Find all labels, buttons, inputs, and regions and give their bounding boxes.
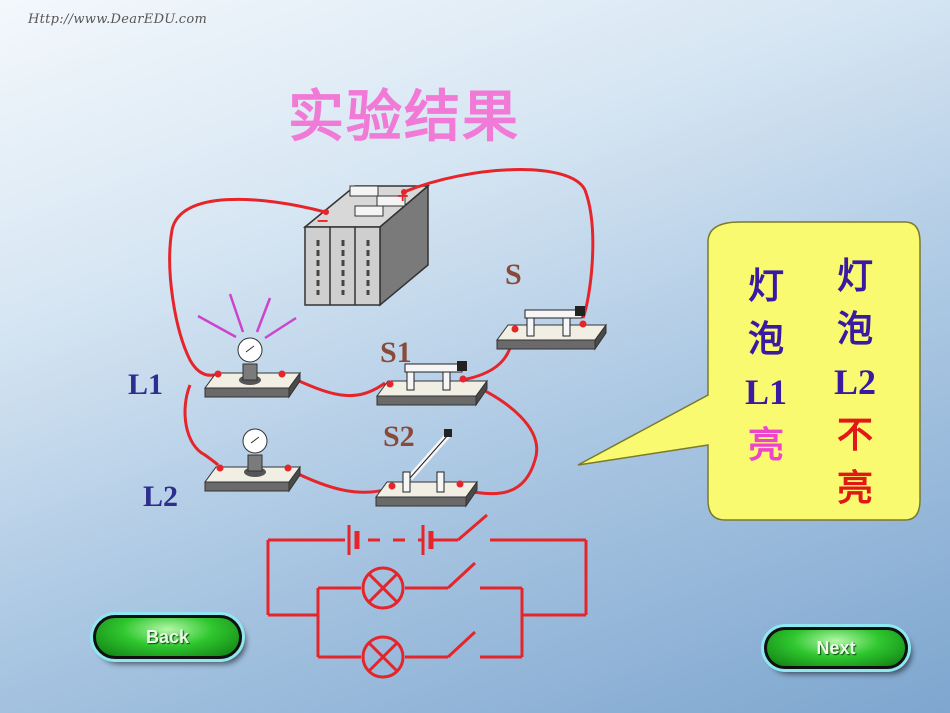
label-l2: L2 (143, 480, 179, 513)
callout-right-line: L2 (833, 362, 876, 402)
callout-right-line: 不 (836, 415, 873, 456)
callout-left-line: 灯 (747, 266, 784, 307)
switch-s-icon (496, 306, 607, 351)
callout-right-line: 灯 (836, 256, 873, 297)
label-s: S (505, 258, 522, 291)
label-l1: L1 (128, 368, 164, 401)
slide-title: 实验结果 (288, 85, 520, 150)
svg-text:−: − (316, 211, 329, 230)
label-s2: S2 (383, 420, 415, 453)
battery-icon: + − (302, 184, 431, 307)
callout-left-line: L1 (744, 372, 787, 412)
callout-left-column: 灯 泡 L1 亮 (742, 260, 790, 472)
callout-left-line: 亮 (747, 425, 784, 466)
svg-text:+: + (396, 186, 409, 205)
lamp-l2-icon (204, 428, 301, 493)
callout-right-line: 泡 (836, 309, 873, 350)
callout-right-column: 灯 泡 L2 不 亮 (831, 250, 879, 515)
callout-right-line: 亮 (836, 468, 873, 509)
lamp-l1-icon (197, 293, 301, 399)
callout-left-line: 泡 (747, 319, 784, 360)
switch-s2-icon (375, 429, 478, 508)
back-button[interactable]: Back (93, 615, 242, 659)
circuit-schematic (266, 513, 588, 679)
label-s1: S1 (380, 336, 412, 369)
switch-s1-icon (376, 361, 488, 407)
callout-bubble (577, 221, 921, 521)
website-url: Http://www.DearEDU.com (28, 12, 208, 27)
next-button[interactable]: Next (764, 627, 908, 669)
